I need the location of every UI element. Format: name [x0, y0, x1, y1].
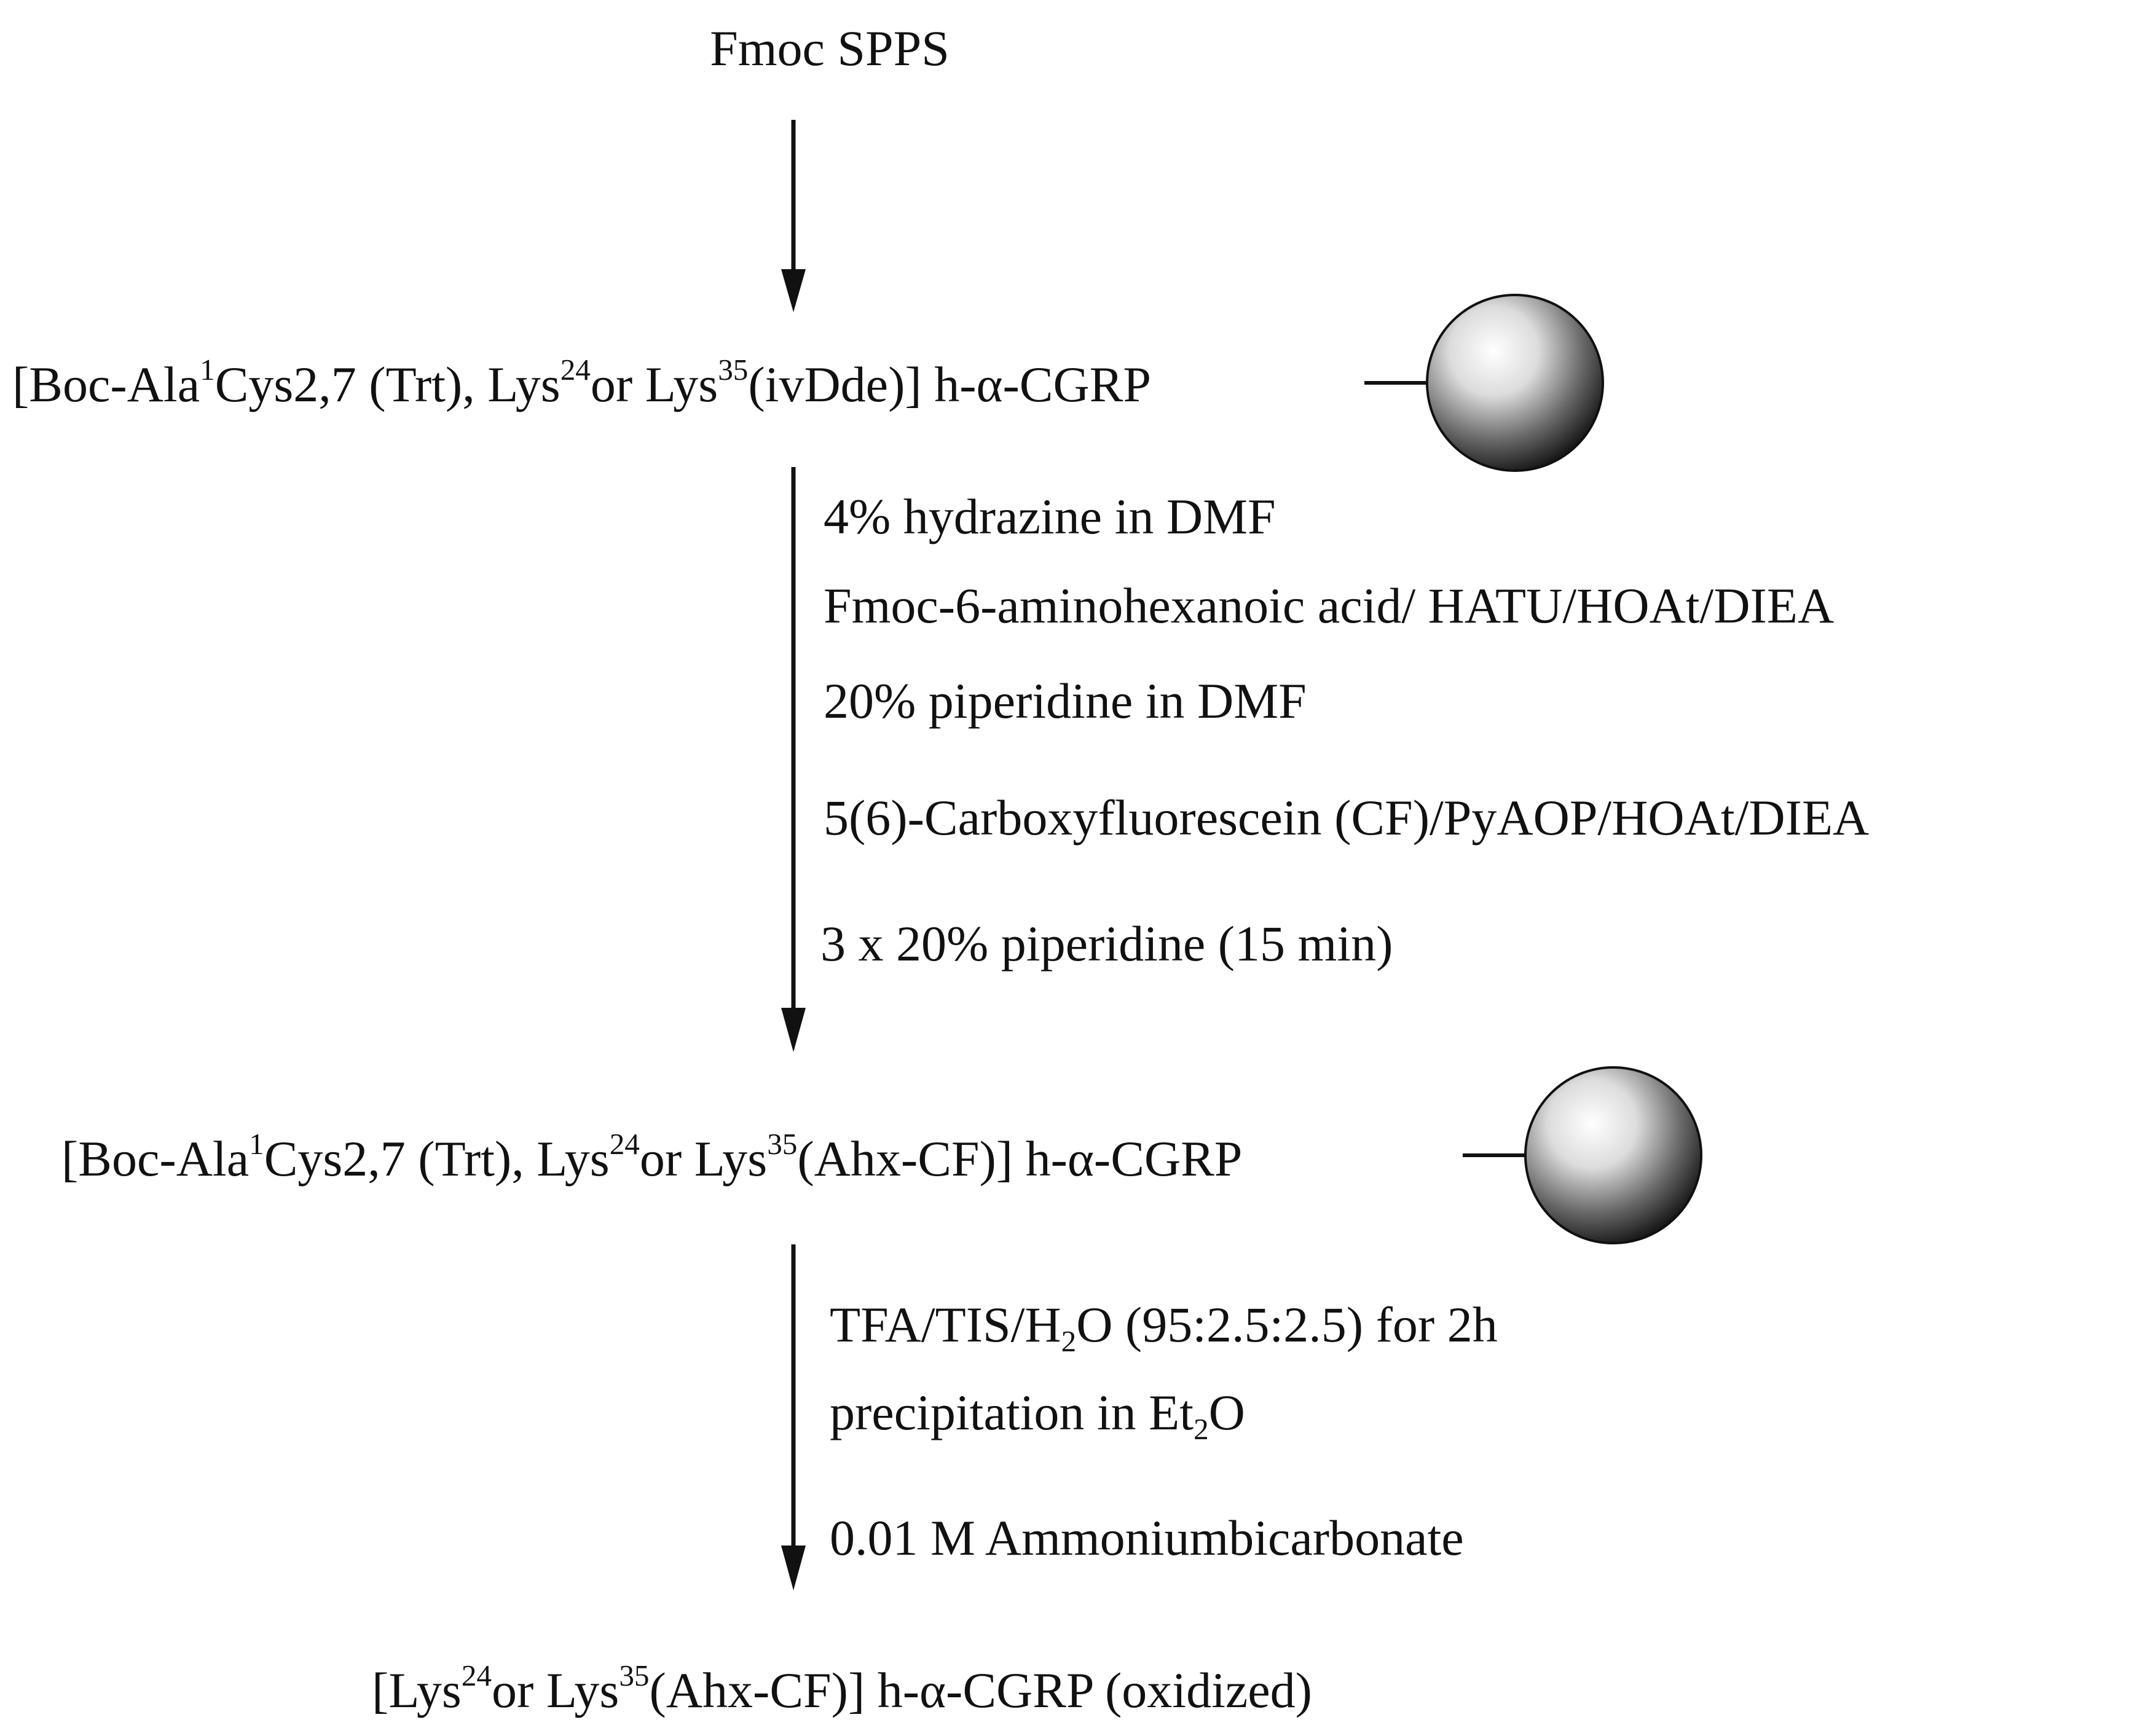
start-label: Fmoc SPPS: [710, 20, 950, 76]
product-label: [Lys24or Lys35(Ahx-CF)] h-α-CGRP (oxidiz…: [372, 1658, 1312, 1718]
resin-bead-1: [1364, 294, 1604, 472]
condition-hydrazine: 4% hydrazine in DMF: [824, 489, 1276, 544]
condition-precipitation: precipitation in Et2O: [830, 1384, 1245, 1446]
condition-oxidation: 0.01 M Ammoniumbicarbonate: [830, 1510, 1464, 1566]
condition-piperidine: 20% piperidine in DMF: [824, 673, 1307, 729]
intermediate-2-label: [Boc-Ala1Cys2,7 (Trt), Lys24or Lys35(Ahx…: [61, 1126, 1243, 1187]
reaction-arrow-1: [781, 120, 806, 312]
condition-piperidine-wash: 3 x 20% piperidine (15 min): [820, 916, 1393, 972]
reaction-arrow-3: [781, 1244, 806, 1590]
condition-cf-coupling: 5(6)-Carboxyfluorescein (CF)/PyAOP/HOAt/…: [824, 790, 1870, 846]
condition-cleavage: TFA/TIS/H2O (95:2.5:2.5) for 2h: [830, 1297, 1498, 1358]
reaction-arrow-2: [781, 467, 806, 1052]
condition-ahx-coupling: Fmoc-6-aminohexanoic acid/ HATU/HOAt/DIE…: [824, 578, 1835, 634]
intermediate-1-label: [Boc-Ala1Cys2,7 (Trt), Lys24or Lys35(ivD…: [12, 352, 1151, 412]
resin-bead-2: [1463, 1066, 1702, 1244]
